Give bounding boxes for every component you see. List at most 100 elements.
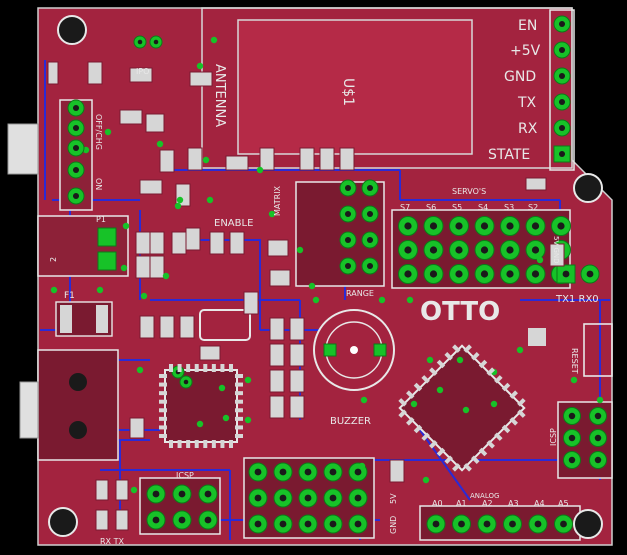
label-buzzer: BUZZER xyxy=(330,416,371,427)
via xyxy=(378,296,386,304)
pad-hole xyxy=(72,124,80,132)
vias xyxy=(50,36,604,494)
via xyxy=(206,196,214,204)
pad-hole xyxy=(183,379,189,385)
smd-component xyxy=(187,147,203,171)
pad-hole xyxy=(72,166,80,174)
pad-hole xyxy=(594,434,602,442)
via xyxy=(462,406,470,414)
via xyxy=(210,36,218,44)
via xyxy=(410,400,418,408)
chip-pin xyxy=(413,382,423,392)
pad-hole xyxy=(204,490,212,498)
label-icsp-right: ICSP xyxy=(549,428,558,446)
label-5v-bottom: 5V xyxy=(389,493,398,504)
smd-component xyxy=(269,269,291,287)
label-enable: ENABLE xyxy=(214,218,253,229)
qfp-chip xyxy=(398,344,526,472)
pad-hole xyxy=(557,222,565,230)
mounting-holes xyxy=(48,15,603,539)
chip-pin xyxy=(235,416,243,421)
barrel-jack xyxy=(37,349,119,461)
label-5v: +5V xyxy=(510,43,541,59)
chip-pin xyxy=(501,382,511,392)
pad-hole xyxy=(594,412,602,420)
bt-header-pins xyxy=(549,9,575,171)
pad-hole xyxy=(534,520,542,528)
pad-hole xyxy=(304,520,312,528)
smd-component xyxy=(225,155,249,171)
matrix-range-header xyxy=(295,179,385,287)
chip-pin xyxy=(169,364,173,372)
chip-pin xyxy=(436,359,446,369)
pad-hole xyxy=(506,222,514,230)
via xyxy=(360,396,368,404)
pad-hole xyxy=(329,494,337,502)
pad-hole xyxy=(366,262,374,270)
via xyxy=(50,286,58,294)
pad-hole xyxy=(254,520,262,528)
chip-pin xyxy=(186,440,191,448)
smd-component xyxy=(389,459,405,483)
chip-pin xyxy=(421,375,430,384)
smd-component xyxy=(289,369,305,393)
label-reset: RESET xyxy=(570,348,579,374)
pad-hole xyxy=(254,494,262,502)
via xyxy=(256,166,264,174)
pad-hole xyxy=(509,520,516,528)
chip-pin xyxy=(194,364,199,372)
chip-pin xyxy=(471,352,480,361)
via xyxy=(202,156,210,164)
via xyxy=(176,196,184,204)
chip-pin xyxy=(203,440,208,448)
pad-hole xyxy=(455,246,463,254)
via xyxy=(174,202,182,210)
smd-component xyxy=(149,231,165,255)
atmega-chip xyxy=(164,369,238,443)
pad-hole xyxy=(344,184,352,192)
via xyxy=(426,356,434,364)
label-rx: RX xyxy=(518,121,538,137)
chip-pin xyxy=(159,399,167,404)
label-on: ON xyxy=(94,178,103,190)
pad-hole xyxy=(480,270,489,278)
chip-pin xyxy=(471,455,480,464)
label-p1-num2: 2 xyxy=(49,257,58,262)
chip-pin xyxy=(211,440,216,448)
smd-component xyxy=(243,291,259,315)
chip-pin xyxy=(203,364,208,372)
crystal xyxy=(199,309,251,341)
chip-pin xyxy=(444,352,453,361)
via xyxy=(122,222,130,230)
label-otto: OTTO xyxy=(420,297,500,327)
chip-pin xyxy=(478,359,488,369)
smd-component xyxy=(209,231,225,255)
smd-component xyxy=(115,509,129,531)
via xyxy=(422,476,430,484)
chip-pin xyxy=(235,434,243,438)
smd-component xyxy=(115,479,129,501)
pad-hole xyxy=(506,246,514,254)
pad-hole xyxy=(432,520,440,528)
smd-component xyxy=(289,343,305,367)
chip-pin xyxy=(235,399,243,404)
via xyxy=(436,386,444,394)
chip-pin xyxy=(159,382,167,387)
smd-component xyxy=(129,67,153,83)
pad-hole xyxy=(354,468,362,476)
smd-component xyxy=(549,243,565,267)
via xyxy=(244,416,252,424)
chip-pin xyxy=(406,417,415,426)
label-a0: A0 xyxy=(432,499,443,508)
via xyxy=(358,462,366,470)
smd-component xyxy=(289,395,305,419)
via xyxy=(268,210,276,218)
smd-component xyxy=(229,231,245,255)
chip-pin xyxy=(159,425,167,430)
pad-hole xyxy=(558,72,566,80)
chip-pin xyxy=(413,424,423,434)
chip-pin xyxy=(494,375,503,384)
label-tx: TX xyxy=(517,95,537,111)
via xyxy=(406,296,414,304)
chip-pin xyxy=(229,440,233,448)
